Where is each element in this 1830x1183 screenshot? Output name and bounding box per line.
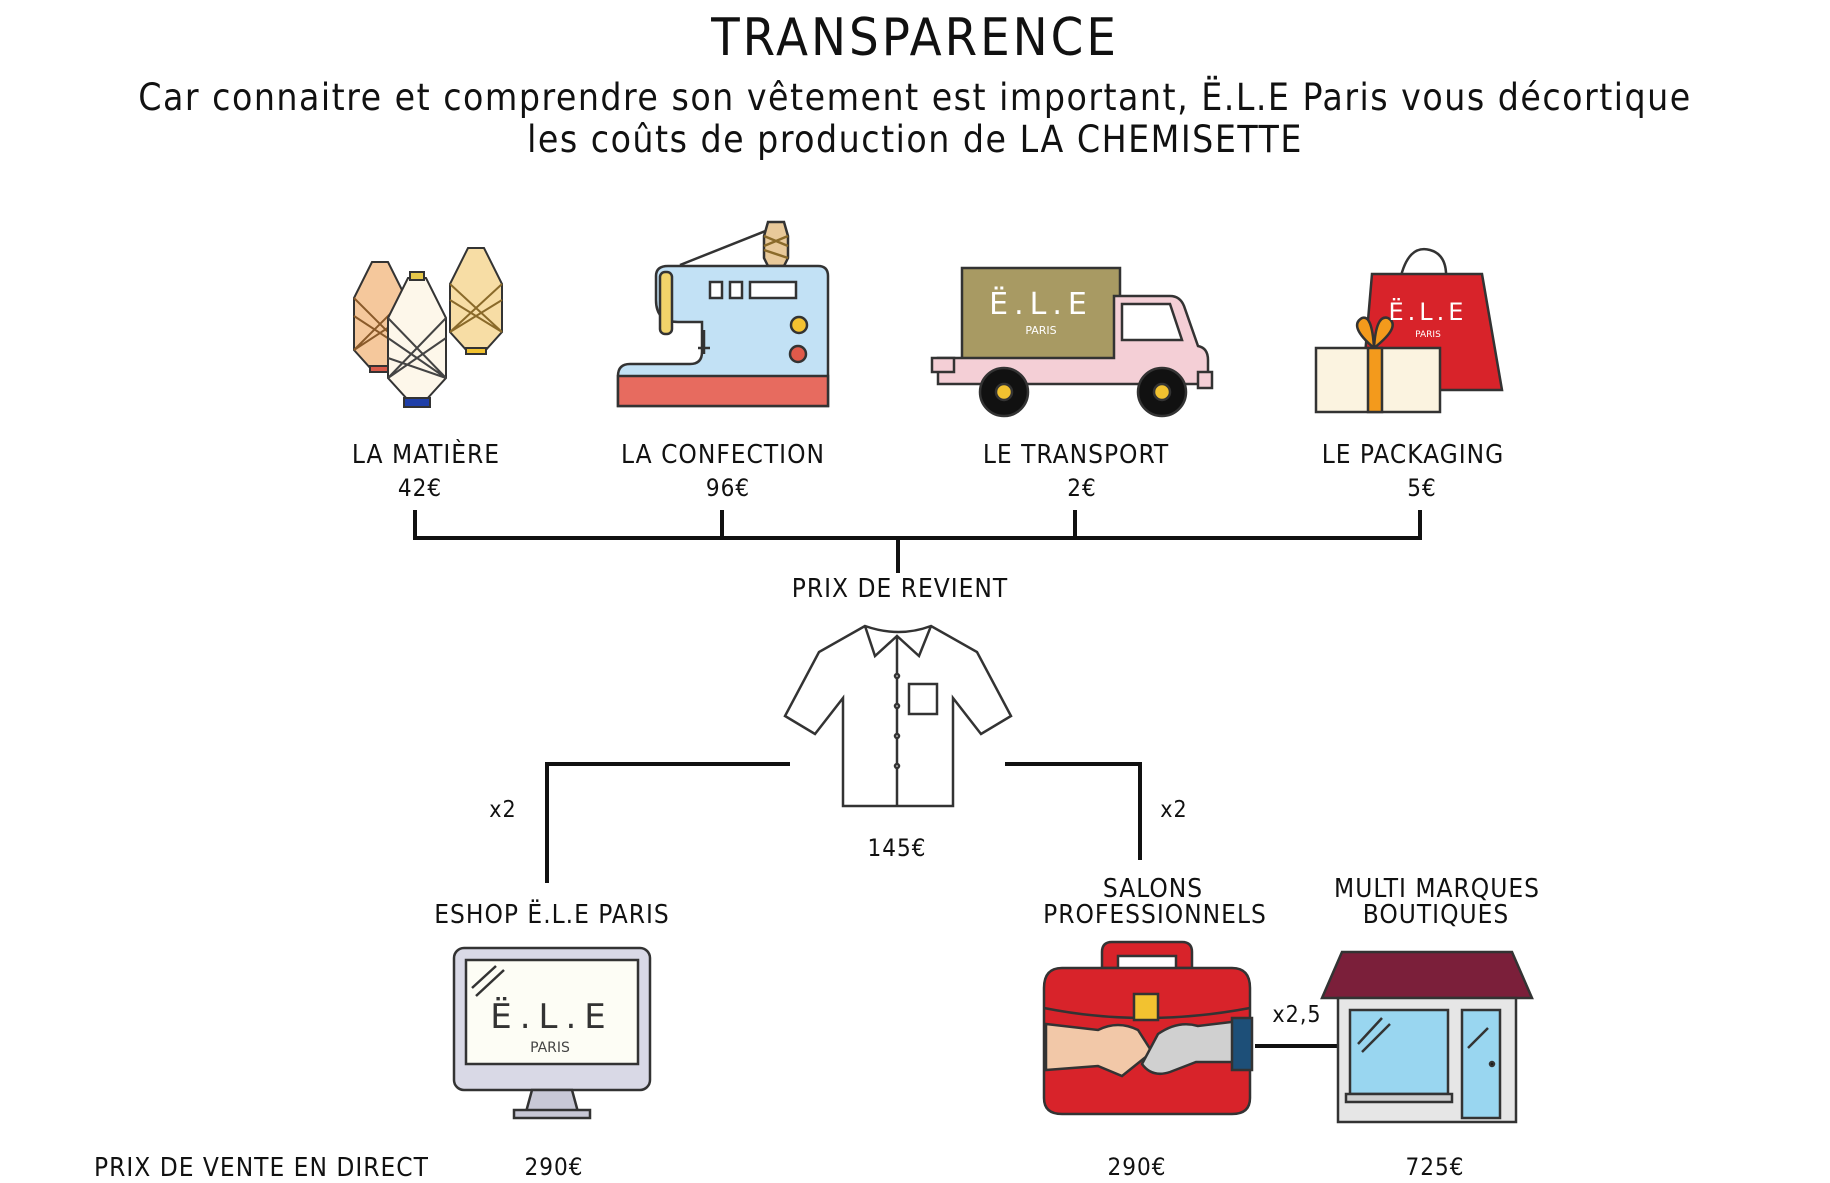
boutiques-multiplier: x2,5 (1272, 1002, 1322, 1028)
thread-spools-icon (353, 247, 503, 408)
shop-front-icon (1320, 950, 1534, 1124)
boutiques-price: 725€ (1405, 1153, 1465, 1181)
monitor-logo-text: Ë.L.E (490, 997, 614, 1037)
eshop-multiplier: x2 (489, 797, 517, 823)
shopping-bag-gift-icon: Ë.L.E PARIS (1314, 247, 1504, 414)
shirt-to-eshop-line (545, 762, 790, 883)
salons-multiplier: x2 (1160, 797, 1188, 823)
cost-price-matiere: 42€ (397, 474, 443, 502)
salons-label-line-1: SALONS (1102, 874, 1204, 904)
shirt-to-salons-line (1005, 762, 1142, 860)
cost-label-matiere: LA MATIÈRE (351, 440, 501, 470)
bag-logo-city: PARIS (1415, 330, 1441, 340)
salons-label-line-2: PROFESSIONNELS (1043, 900, 1267, 930)
eshop-price: 290€ (524, 1153, 584, 1181)
cost-price-confection: 96€ (705, 474, 751, 502)
monitor-logo-city: PARIS (530, 1040, 570, 1056)
briefcase-handshake-icon (1042, 940, 1254, 1116)
cost-bracket-line (413, 510, 1422, 540)
subtitle-line-2: les coûts de production de LA CHEMISETTE (527, 118, 1303, 161)
boutiques-label-line-2: BOUTIQUES (1362, 900, 1510, 930)
direct-price-label: PRIX DE VENTE EN DIRECT (94, 1153, 429, 1183)
cost-price-label: PRIX DE REVIENT (791, 574, 1009, 604)
cost-price-transport: 2€ (1067, 474, 1097, 502)
truck-logo-text: Ë.L.E (989, 286, 1093, 322)
computer-monitor-icon: Ë.L.E PARIS (452, 946, 652, 1120)
subtitle-line-1: Car connaitre et comprendre son vêtement… (138, 76, 1692, 119)
salons-price: 290€ (1107, 1153, 1167, 1181)
shirt-icon (783, 624, 1013, 808)
cost-label-confection: LA CONFECTION (621, 440, 825, 470)
sewing-machine-icon (616, 220, 830, 408)
truck-logo-city: PARIS (1025, 324, 1056, 337)
cost-label-packaging: LE PACKAGING (1321, 440, 1505, 470)
bag-logo-text: Ë.L.E (1389, 297, 1468, 326)
cost-label-transport: LE TRANSPORT (982, 440, 1170, 470)
page-title: TRANSPARENCE (711, 8, 1119, 68)
cost-price-packaging: 5€ (1407, 474, 1437, 502)
delivery-truck-icon: Ë.L.E PARIS (930, 266, 1214, 418)
boutiques-label-line-1: MULTI MARQUES (1334, 874, 1540, 904)
cost-price-value: 145€ (867, 834, 927, 862)
eshop-label: ESHOP Ë.L.E PARIS (434, 900, 670, 930)
